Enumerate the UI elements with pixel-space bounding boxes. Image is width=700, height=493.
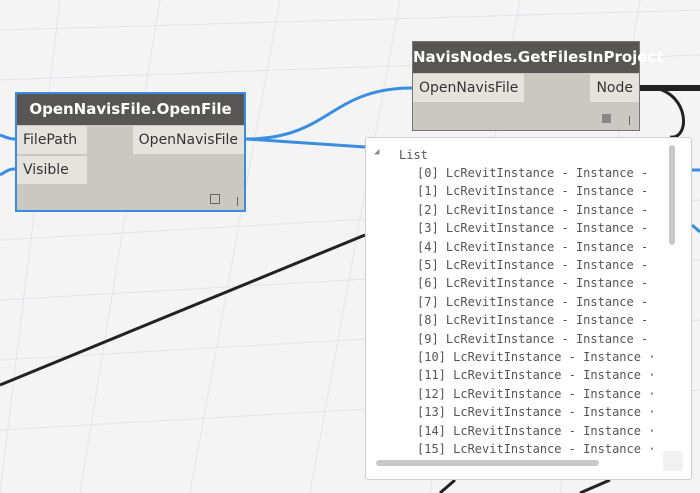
- list-item: [15] LcRevitInstance - Instance ·: [417, 442, 656, 456]
- node-title: OpenNavisFile.OpenFile: [17, 94, 244, 125]
- list-item: [13] LcRevitInstance - Instance ·: [417, 405, 656, 420]
- list-item: [1] LcRevitInstance - Instance -: [417, 184, 649, 199]
- list-item: [3] LcRevitInstance - Instance -: [417, 221, 649, 236]
- wires-selected: [0, 86, 700, 234]
- list-item: [12] LcRevitInstance - Instance ·: [417, 386, 656, 401]
- list-item: [0] LcRevitInstance - Instance -: [417, 166, 649, 180]
- node-open-navis-file[interactable]: OpenNavisFile.OpenFile FilePath Visible …: [15, 92, 246, 212]
- list-item: [6] LcRevitInstance - Instance -: [417, 276, 649, 291]
- vertical-scrollbar[interactable]: [669, 145, 675, 245]
- lacing-icon: [629, 116, 630, 125]
- resize-corner[interactable]: [663, 451, 683, 471]
- collapse-triangle-icon[interactable]: ◢: [374, 147, 380, 157]
- list-root-label: List: [399, 148, 428, 162]
- preview-toggle-icon[interactable]: [210, 194, 220, 204]
- horizontal-scrollbar[interactable]: [376, 460, 599, 466]
- list-item: [5] LcRevitInstance - Instance -: [417, 258, 649, 272]
- output-port-node[interactable]: Node: [590, 74, 639, 102]
- input-port-visible[interactable]: Visible: [17, 156, 87, 184]
- preview-toggle-icon[interactable]: [602, 114, 611, 123]
- list-item: [8] LcRevitInstance - Instance -: [417, 313, 649, 328]
- list-item: [2] LcRevitInstance - Instance -: [417, 202, 649, 217]
- list-item: [10] LcRevitInstance - Instance ·: [417, 350, 656, 364]
- wires-dark: [0, 85, 700, 493]
- node-get-files-in-project[interactable]: NavisNodes.GetFilesInProject OpenNavisFi…: [412, 41, 664, 131]
- output-port-opennavisfile[interactable]: OpenNavisFile: [132, 126, 244, 154]
- list-item: [11] LcRevitInstance - Instance ·: [417, 368, 656, 383]
- list-item: [4] LcRevitInstance - Instance -: [417, 239, 649, 254]
- list-item: [9] LcRevitInstance - Instance -: [417, 331, 649, 346]
- lacing-icon: [237, 197, 238, 206]
- node-title: NavisNodes.GetFilesInProject: [413, 42, 664, 73]
- preview-bubble[interactable]: ◢ List [0] LcRevitInstance - Instance - […: [365, 137, 692, 480]
- list-item: [7] LcRevitInstance - Instance -: [417, 294, 649, 309]
- list-item: [14] LcRevitInstance - Instance ·: [417, 423, 656, 438]
- input-port-opennavisfile[interactable]: OpenNavisFile: [413, 74, 525, 102]
- input-port-filepath[interactable]: FilePath: [17, 126, 87, 154]
